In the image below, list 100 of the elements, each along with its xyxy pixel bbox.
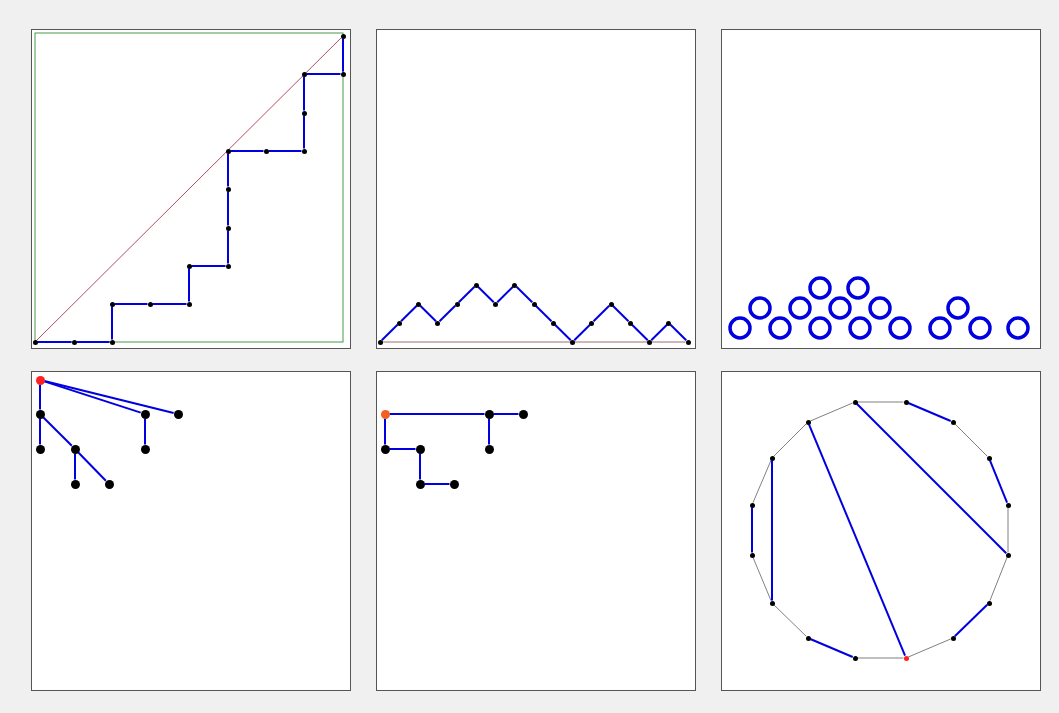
connector-line bbox=[42, 416, 73, 447]
connector-line bbox=[809, 638, 854, 658]
dot bbox=[396, 320, 402, 326]
dot bbox=[749, 552, 755, 558]
dot bbox=[550, 320, 556, 326]
dot bbox=[1005, 552, 1011, 558]
dot bbox=[903, 655, 909, 661]
dot bbox=[950, 635, 956, 641]
connector-line bbox=[953, 603, 989, 638]
dot bbox=[109, 301, 115, 307]
dot bbox=[186, 301, 192, 307]
connector-line bbox=[477, 285, 495, 304]
dot bbox=[608, 301, 614, 307]
dot bbox=[531, 301, 537, 307]
connector-line bbox=[423, 483, 451, 485]
dot bbox=[147, 301, 153, 307]
dot bbox=[570, 339, 575, 345]
connector-line bbox=[534, 304, 553, 323]
dot bbox=[104, 479, 114, 489]
connector-line bbox=[342, 37, 344, 73]
connector-line bbox=[554, 323, 572, 342]
connector-line bbox=[113, 303, 149, 305]
connector-line bbox=[650, 323, 668, 342]
connector-line bbox=[305, 73, 342, 75]
dot bbox=[852, 655, 858, 661]
connector-line bbox=[988, 459, 1009, 504]
connector-line bbox=[400, 304, 418, 323]
dot bbox=[140, 444, 150, 454]
dot bbox=[225, 186, 231, 192]
connector-line bbox=[267, 150, 303, 152]
dot bbox=[852, 399, 858, 405]
dot bbox=[301, 110, 307, 116]
dot bbox=[805, 635, 811, 641]
dot bbox=[512, 282, 518, 288]
dot bbox=[1005, 502, 1011, 508]
dot bbox=[70, 444, 80, 454]
connector-line bbox=[75, 341, 111, 343]
connector-line bbox=[989, 556, 1008, 602]
dot bbox=[769, 455, 775, 461]
dot bbox=[35, 375, 45, 385]
dot bbox=[340, 71, 346, 77]
dot bbox=[473, 282, 479, 288]
dot bbox=[484, 444, 494, 454]
dot bbox=[35, 444, 45, 454]
connector-line bbox=[384, 417, 386, 446]
connector-line bbox=[303, 75, 305, 112]
dot bbox=[225, 148, 231, 154]
dot bbox=[666, 320, 672, 326]
connector-line bbox=[77, 451, 107, 482]
dot bbox=[377, 339, 383, 345]
connector-line bbox=[43, 380, 175, 414]
dot bbox=[685, 339, 691, 345]
connector-line bbox=[488, 417, 490, 446]
dot bbox=[950, 419, 956, 425]
connector-line bbox=[954, 423, 988, 457]
dot bbox=[301, 148, 307, 154]
connector-line bbox=[36, 341, 73, 343]
dot bbox=[225, 263, 231, 269]
dot bbox=[449, 479, 459, 489]
connector-line bbox=[144, 417, 146, 446]
dot bbox=[986, 600, 992, 606]
connector-line bbox=[39, 417, 41, 446]
connector-line bbox=[111, 305, 113, 341]
dot bbox=[70, 479, 80, 489]
dot bbox=[416, 301, 421, 307]
connector-line bbox=[752, 459, 772, 504]
connector-line bbox=[857, 401, 904, 403]
connector-line bbox=[227, 152, 229, 188]
dot bbox=[35, 409, 45, 419]
connector-line bbox=[857, 657, 904, 659]
connector-line bbox=[773, 604, 807, 637]
connector-line bbox=[773, 423, 807, 457]
connector-line bbox=[74, 452, 76, 481]
dot bbox=[435, 320, 441, 326]
dot bbox=[263, 148, 269, 154]
dot bbox=[109, 339, 115, 345]
dot bbox=[986, 455, 992, 461]
dot bbox=[301, 71, 307, 77]
dot bbox=[415, 444, 425, 454]
dot bbox=[484, 409, 494, 419]
connector-line bbox=[752, 556, 772, 602]
connector-line bbox=[419, 452, 421, 481]
connector-line bbox=[631, 323, 649, 342]
connector-line bbox=[43, 380, 142, 414]
dot bbox=[454, 301, 460, 307]
connector-line bbox=[419, 304, 437, 323]
connector-line bbox=[39, 383, 41, 411]
dot bbox=[627, 320, 633, 326]
connector-line bbox=[855, 402, 1008, 555]
connector-line bbox=[809, 402, 854, 422]
dot bbox=[589, 320, 595, 326]
connector-line bbox=[303, 114, 305, 150]
connector-line bbox=[229, 150, 265, 152]
connector-line bbox=[388, 448, 417, 450]
connector-line bbox=[611, 304, 630, 323]
connector-line bbox=[388, 413, 486, 415]
dot bbox=[749, 502, 755, 508]
connector-line bbox=[807, 423, 907, 657]
dot bbox=[225, 225, 231, 231]
connector-line bbox=[438, 304, 457, 323]
